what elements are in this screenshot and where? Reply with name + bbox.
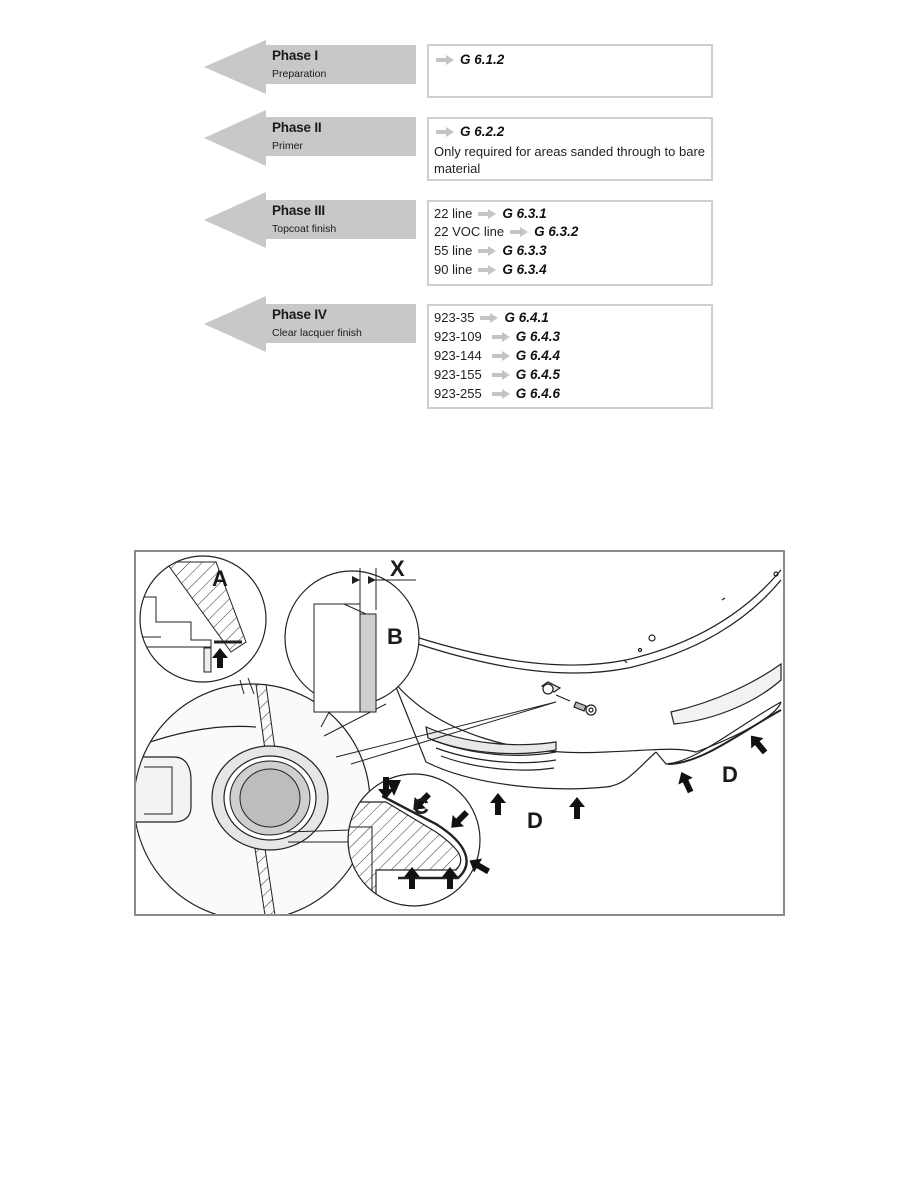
- reference-code: G 6.3.1: [502, 206, 547, 221]
- phase-arrow-icon: [204, 296, 416, 352]
- phase-3: Phase III Topcoat finish: [0, 192, 918, 252]
- phase-subtitle: Primer: [272, 140, 303, 152]
- phase-2: Phase II Primer: [0, 110, 918, 170]
- reference-line: 923-109 G 6.4.3: [434, 329, 560, 344]
- product-line: 22 line: [434, 206, 473, 221]
- phase-note: Only required for areas sanded through t…: [434, 144, 706, 176]
- callout-d-left: D: [527, 808, 543, 833]
- reference-line: G 6.1.2: [434, 52, 504, 67]
- arrow-right-icon: [436, 54, 454, 65]
- reference-line: 22 line G 6.3.1: [434, 206, 547, 221]
- phase-title: Phase I: [272, 48, 318, 63]
- detail-b: [284, 568, 420, 713]
- phase-arrow-icon: [204, 40, 416, 94]
- product-line: 22 VOC line: [434, 224, 505, 239]
- phase-title: Phase III: [272, 203, 325, 218]
- reference-code: G 6.3.2: [534, 224, 579, 239]
- phase-4-box: 923-35 G 6.4.1 923-109 G 6.4.3 923-144 G…: [427, 304, 713, 409]
- phase-2-box: G 6.2.2 Only required for areas sanded t…: [427, 117, 713, 181]
- reference-code: G 6.2.2: [460, 124, 505, 139]
- arrow-right-icon: [510, 226, 529, 237]
- product-line: 55 line: [434, 243, 473, 258]
- product-code: 923-144: [434, 348, 482, 363]
- phase-3-box: 22 line G 6.3.1 22 VOC line G 6.3.2 55 l…: [427, 200, 713, 286]
- detail-a: [139, 555, 267, 695]
- phase-subtitle: Clear lacquer finish: [272, 327, 362, 339]
- reference-code: G 6.4.5: [515, 367, 560, 382]
- phase-arrow-icon: [204, 110, 416, 166]
- arrow-right-icon: [491, 369, 510, 380]
- product-code: 923-35: [434, 310, 475, 325]
- phase-1: Phase I Preparation: [0, 40, 918, 100]
- product-code: 923-109: [434, 329, 482, 344]
- arrow-right-icon: [478, 264, 497, 275]
- reference-code: G 6.3.3: [502, 243, 547, 258]
- arrow-right-icon: [491, 388, 510, 399]
- phase-arrow-icon: [204, 192, 416, 248]
- callout-d-right: D: [722, 762, 738, 787]
- phase-1-box: G 6.1.2: [427, 44, 713, 98]
- sensor-view: [136, 684, 370, 914]
- reference-line: 22 VOC line G 6.3.2: [434, 224, 578, 239]
- indicator-arrows: [378, 735, 768, 889]
- arrow-right-icon: [480, 312, 499, 323]
- arrow-right-icon: [478, 208, 497, 219]
- reference-line: 90 line G 6.3.4: [434, 262, 547, 277]
- product-code: 923-255: [434, 386, 482, 401]
- reference-line: 923-144 G 6.4.4: [434, 348, 560, 363]
- reference-code: G 6.4.6: [515, 386, 560, 401]
- callout-a: A: [212, 566, 228, 591]
- reference-code: G 6.4.3: [515, 329, 560, 344]
- arrow-right-icon: [491, 350, 510, 361]
- bumper-illustration: [136, 555, 782, 914]
- arrow-right-icon: [491, 331, 510, 342]
- product-line: 90 line: [434, 262, 473, 277]
- bumper-body: [393, 569, 782, 790]
- reference-line: 923-35 G 6.4.1: [434, 310, 549, 325]
- reference-line: G 6.2.2: [434, 124, 504, 139]
- reference-code: G 6.4.1: [504, 310, 549, 325]
- phase-title: Phase IV: [272, 307, 327, 322]
- callout-x: X: [390, 556, 405, 581]
- product-code: 923-155: [434, 367, 482, 382]
- phase-4: Phase IV Clear lacquer finish: [0, 296, 918, 356]
- bumper-detail-figure: A B C D D X: [134, 550, 785, 916]
- phase-subtitle: Preparation: [272, 68, 327, 80]
- arrow-up-icon: [212, 648, 228, 668]
- callout-b: B: [387, 624, 403, 649]
- callout-c: C: [413, 794, 429, 819]
- arrow-right-icon: [478, 245, 497, 256]
- phase-subtitle: Topcoat finish: [272, 223, 337, 235]
- reference-code: G 6.3.4: [502, 262, 547, 277]
- arrow-right-icon: [436, 126, 454, 137]
- reference-line: 923-155 G 6.4.5: [434, 367, 560, 382]
- reference-line: 55 line G 6.3.3: [434, 243, 547, 258]
- reference-line: 923-255 G 6.4.6: [434, 386, 560, 401]
- reference-code: G 6.4.4: [515, 348, 560, 363]
- phase-title: Phase II: [272, 120, 322, 135]
- reference-code: G 6.1.2: [460, 52, 505, 67]
